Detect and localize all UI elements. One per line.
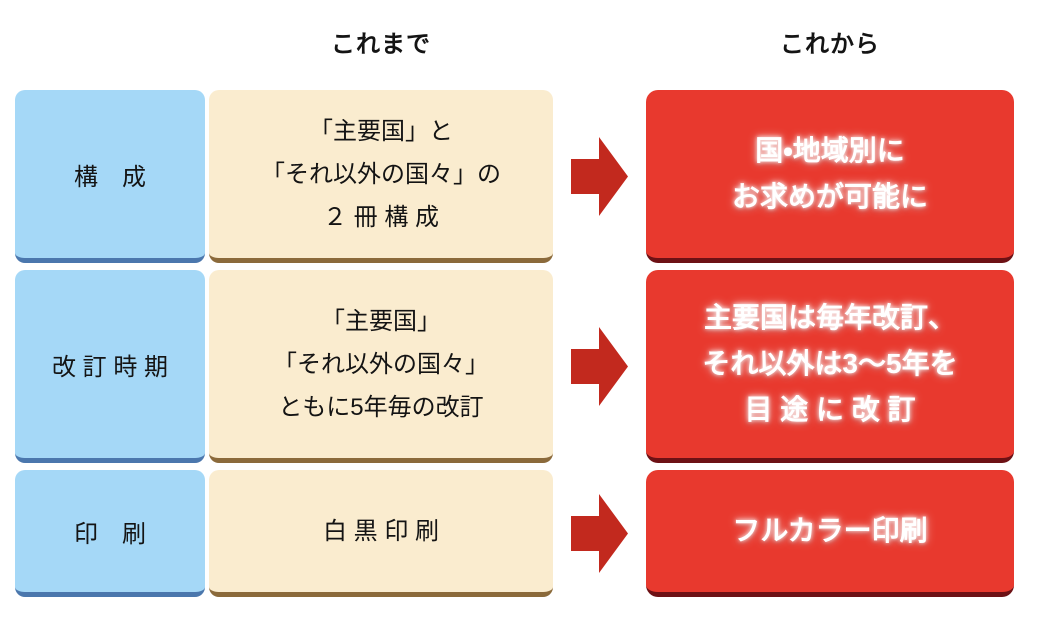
text-line: 国・地域別に [755,135,905,166]
arrow-right-icon [571,137,628,216]
after-box: フルカラー印刷 [646,470,1014,597]
row-label-kousei: 構 成 [15,90,205,263]
arrow-cell [553,270,646,463]
before-box: 白 黒 印 刷 [209,470,553,597]
text-line: 白 黒 印 刷 [322,517,439,545]
column-header-before: これまで [331,31,431,58]
text-line: 目 途 に 改 訂 [744,394,916,425]
comparison-table: これまで これから 構 成 「主要国」と 「それ以外の国々」の ２ 冊 構 成 … [15,0,1014,604]
table-row: 印 刷 白 黒 印 刷 フルカラー印刷 [15,470,1014,597]
arrow-right-icon [571,494,628,573]
text-line: 主要国は毎年改訂、 [703,302,956,333]
after-box: 国・地域別に お求めが可能に [646,90,1014,263]
text-line: 「主要国」と [309,117,453,145]
row-label-insatsu: 印 刷 [15,470,205,597]
text-line: お求めが可能に [731,181,928,212]
text-line: 「主要国」 [321,307,441,335]
table-row: 改 訂 時 期 「主要国」 「それ以外の国々」 ともに5年毎の改訂 主要国は毎年… [15,270,1014,463]
after-box: 主要国は毎年改訂、 それ以外は3〜5年を 目 途 に 改 訂 [646,270,1014,463]
text-line: ２ 冊 構 成 [322,203,439,231]
row-label-kaiteijiki: 改 訂 時 期 [15,270,205,463]
header-row: これまで これから [15,0,1014,90]
column-header-after: これから [780,31,880,58]
table-row: 構 成 「主要国」と 「それ以外の国々」の ２ 冊 構 成 国・地域別に お求め… [15,90,1014,263]
arrow-cell [553,470,646,597]
arrow-cell [553,90,646,263]
text-line: 「それ以外の国々」 [273,350,489,378]
text-line: それ以外は3〜5年を [702,348,958,379]
arrow-right-icon [571,327,628,406]
text-line: フルカラー印刷 [732,515,928,546]
text-line: 「それ以外の国々」の [261,160,501,188]
text-line: ともに5年毎の改訂 [278,393,484,421]
before-box: 「主要国」 「それ以外の国々」 ともに5年毎の改訂 [209,270,553,463]
before-box: 「主要国」と 「それ以外の国々」の ２ 冊 構 成 [209,90,553,263]
